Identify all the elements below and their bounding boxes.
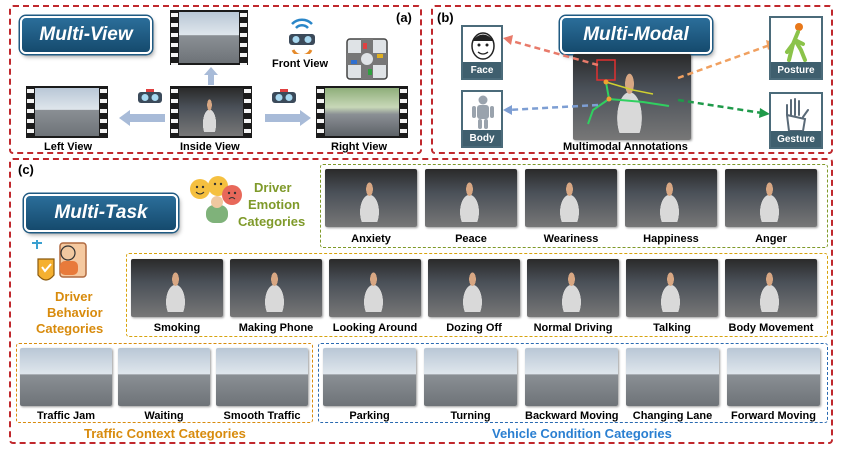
right-view-frame: [316, 86, 408, 138]
front-view-frame: [170, 10, 248, 65]
skeleton-overlay: [587, 59, 670, 125]
behavior-thumbnail: [725, 259, 817, 317]
behavior-label: Normal Driving: [533, 322, 613, 334]
multi-task-banner: Multi-Task: [24, 194, 178, 232]
inside-view-label: Inside View: [180, 141, 240, 153]
panel-c-tag: (c): [18, 162, 34, 177]
vehicle-heading: Vehicle Condition Categories: [492, 426, 672, 441]
emotion-group: [320, 164, 828, 248]
emotion-heading-1: Driver: [254, 180, 292, 195]
multi-modal-banner: Multi-Modal: [560, 16, 712, 54]
vehicle-label: Backward Moving: [525, 410, 619, 422]
face-caption: Face: [463, 62, 501, 78]
vehicle-thumbnail: [626, 348, 719, 406]
vehicle-label: Changing Lane: [632, 410, 713, 422]
body-caption: Body: [463, 130, 501, 146]
emotion-thumbnail: [425, 169, 517, 227]
right-arrow-icon: [265, 110, 311, 126]
body-icon: [472, 95, 494, 129]
vehicle-thumbnail: [727, 348, 820, 406]
posture-icon: [785, 23, 807, 62]
traffic-label: Traffic Jam: [36, 410, 96, 422]
vehicle-label: Forward Moving: [731, 410, 816, 422]
behavior-group: [126, 253, 828, 337]
behavior-icon: [32, 240, 87, 281]
up-arrow-icon: [204, 67, 218, 85]
traffic-label: Smooth Traffic: [223, 410, 301, 422]
traffic-thumbnail: [20, 348, 112, 406]
right-camera-icon: [272, 89, 296, 103]
right-view-label: Right View: [331, 141, 388, 153]
behavior-label: Body Movement: [728, 322, 814, 334]
gesture-caption: Gesture: [771, 131, 821, 147]
multi-view-banner: Multi-View: [20, 16, 152, 54]
emotion-label: Happiness: [643, 233, 699, 245]
behavior-label: Dozing Off: [446, 322, 502, 334]
posture-box: Posture: [769, 16, 823, 80]
gesture-icon: [786, 98, 809, 132]
behavior-label: Looking Around: [332, 322, 418, 334]
left-camera-icon: [138, 89, 162, 103]
emotion-thumbnail: [525, 169, 617, 227]
behavior-heading-3: Categories: [36, 321, 104, 336]
behavior-heading-2: Behavior: [47, 305, 103, 320]
panel-b-tag: (b): [437, 10, 454, 25]
left-view-label: Left View: [44, 141, 93, 153]
body-box: Body: [461, 90, 503, 148]
panel-multi-modal: [431, 5, 833, 154]
emotion-heading-2: Emotion: [248, 197, 300, 212]
emotion-thumbnail: [625, 169, 717, 227]
behavior-thumbnail: [230, 259, 322, 317]
emotion-label: Peace: [455, 233, 487, 245]
emotion-faces-icon: [190, 176, 242, 223]
multimodal-caption: Multimodal Annotations: [563, 141, 688, 153]
inside-view-frame: [170, 86, 252, 138]
behavior-label: Making Phone: [238, 322, 314, 334]
behavior-thumbnail: [527, 259, 619, 317]
gesture-box: Gesture: [769, 92, 823, 149]
emotion-thumbnail: [325, 169, 417, 227]
face-box: Face: [461, 25, 503, 80]
posture-caption: Posture: [771, 62, 821, 78]
traffic-heading: Traffic Context Categories: [84, 426, 246, 441]
behavior-label: Smoking: [153, 322, 201, 334]
vehicle-label: Parking: [349, 410, 390, 422]
panel-a-tag: (a): [396, 10, 412, 25]
vehicle-thumbnail: [424, 348, 517, 406]
emotion-heading-3: Categories: [238, 214, 306, 229]
behavior-label: Talking: [653, 322, 691, 334]
vehicle-label: Turning: [450, 410, 491, 422]
traffic-group: [16, 343, 313, 423]
front-camera-icon: [289, 18, 315, 54]
vehicle-thumbnail: [525, 348, 618, 406]
left-view-frame: [26, 86, 108, 138]
multimodal-photo: [573, 54, 691, 140]
emotion-label: Anxiety: [351, 233, 391, 245]
intersection-icon: [346, 38, 388, 80]
emotion-label: Weariness: [543, 233, 599, 245]
panel-multi-task: [9, 158, 833, 444]
behavior-thumbnail: [428, 259, 520, 317]
behavior-thumbnail: [131, 259, 223, 317]
front-view-label: Front View: [272, 58, 329, 70]
behavior-heading-1: Driver: [55, 289, 93, 304]
traffic-thumbnail: [216, 348, 308, 406]
traffic-label: Waiting: [144, 410, 184, 422]
emotion-label: Anger: [755, 233, 787, 245]
behavior-thumbnail: [626, 259, 718, 317]
left-arrow-icon: [119, 110, 165, 126]
face-icon: [471, 32, 495, 60]
behavior-thumbnail: [329, 259, 421, 317]
traffic-thumbnail: [118, 348, 210, 406]
vehicle-group: [318, 343, 828, 423]
emotion-thumbnail: [725, 169, 817, 227]
panel-multi-view: [9, 5, 422, 154]
modal-arrows: [503, 35, 776, 118]
vehicle-thumbnail: [323, 348, 416, 406]
